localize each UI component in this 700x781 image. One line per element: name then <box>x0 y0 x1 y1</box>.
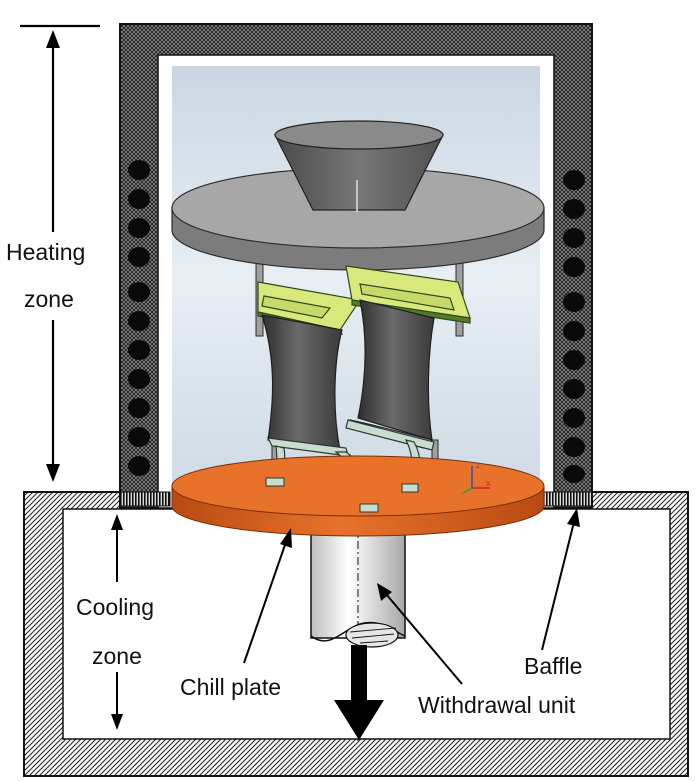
axis-z-label: Z <box>476 463 481 470</box>
withdrawal-unit-label: Withdrawal unit <box>418 692 576 718</box>
heating-zone-label-line2: zone <box>24 286 74 312</box>
chill-plate-label: Chill plate <box>180 674 281 700</box>
cooling-zone-label-line2: zone <box>92 643 142 669</box>
axis-x-label: X <box>486 481 491 488</box>
withdrawal-shaft <box>310 519 406 742</box>
starter-blocks <box>265 477 419 513</box>
heater-elements-left <box>128 160 150 476</box>
heating-zone-label-line1: Heating <box>6 239 86 265</box>
baffle-label: Baffle <box>524 653 583 679</box>
heating-zone-arrow <box>20 24 100 482</box>
withdrawal-direction-arrow <box>334 645 384 740</box>
baffle-left <box>119 491 171 507</box>
pouring-cone <box>274 120 444 212</box>
cooling-zone-arrow <box>111 514 123 730</box>
axis-triad-icon: Z X <box>461 463 491 495</box>
cooling-zone-label-line1: Cooling <box>76 594 154 620</box>
baffle-leader <box>541 508 580 651</box>
heater-elements-right <box>563 170 585 483</box>
chill-plate-leader <box>243 528 292 664</box>
withdrawal-unit-leader <box>377 583 463 685</box>
baffle-right <box>541 491 593 507</box>
chill-plate <box>171 455 545 537</box>
